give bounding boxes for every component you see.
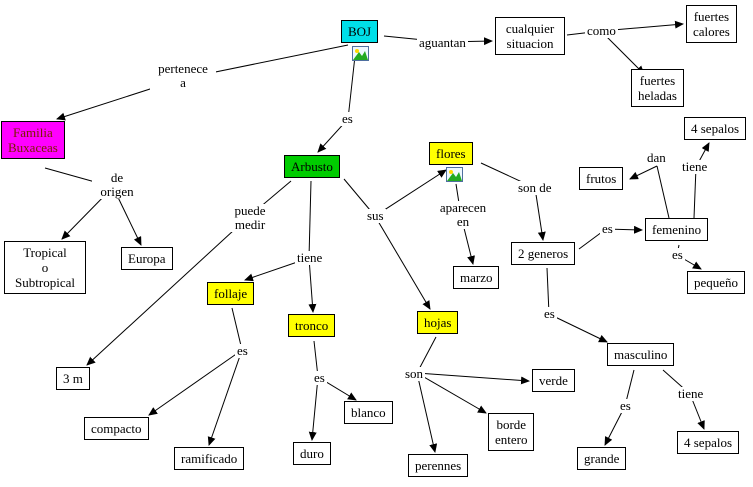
link-label-es-masculino-br[interactable]: es	[542, 306, 557, 321]
node-tropical-subtropical[interactable]: Tropical o Subtropical	[4, 241, 86, 294]
node-blanco[interactable]: blanco	[344, 401, 393, 424]
node-masculino[interactable]: masculino	[607, 343, 675, 366]
node-pequeno[interactable]: pequeño	[687, 271, 746, 294]
node-boj[interactable]: BOJ	[341, 20, 379, 43]
link-label-aguantan[interactable]: aguantan	[417, 35, 468, 50]
link-label-aparecen-en[interactable]: aparecen en	[431, 201, 495, 229]
node-europa[interactable]: Europa	[121, 247, 173, 270]
node-hojas[interactable]: hojas	[417, 311, 459, 334]
link-label-tiene-masculino[interactable]: tiene	[676, 386, 706, 401]
link-label-son-de[interactable]: son de	[516, 180, 554, 195]
image-resource-icon[interactable]	[446, 167, 463, 182]
node-fuertes-heladas[interactable]: fuertes heladas	[631, 69, 684, 107]
node-ramificado[interactable]: ramificado	[174, 447, 245, 470]
link-label-es-boj-arbusto[interactable]: es	[340, 111, 355, 126]
node-perennes[interactable]: perennes	[408, 454, 469, 477]
image-resource-icon[interactable]	[352, 46, 369, 61]
node-compacto[interactable]: compacto	[84, 417, 149, 440]
node-arbusto[interactable]: Arbusto	[284, 155, 340, 178]
link-label-son-hojas[interactable]: son	[403, 366, 426, 381]
link-label-es-grande[interactable]: es	[618, 398, 633, 413]
link-label-tiene-arbusto[interactable]: tiene	[295, 250, 325, 265]
node-borde-entero[interactable]: borde entero	[488, 413, 535, 451]
link-label-de-origen[interactable]: de origen	[92, 171, 142, 199]
link-label-es-follaje[interactable]: es	[235, 343, 250, 358]
node-familia-buxaceas[interactable]: Familia Buxaceas	[1, 121, 65, 159]
node-4-sepalos-top[interactable]: 4 sepalos	[684, 117, 747, 140]
node-verde[interactable]: verde	[532, 369, 575, 392]
link-label-es-pequeno[interactable]: es	[670, 247, 685, 262]
node-flores[interactable]: flores	[429, 142, 473, 165]
node-tronco[interactable]: tronco	[288, 314, 336, 337]
link-label-como[interactable]: como	[585, 23, 618, 38]
node-grande[interactable]: grande	[577, 447, 627, 470]
link-label-es-femenino[interactable]: es	[600, 221, 615, 236]
link-label-es-tronco[interactable]: es	[312, 370, 327, 385]
link-label-tiene-femenino[interactable]: tiene	[680, 159, 710, 174]
link-label-pertenece-a[interactable]: pertenece a	[150, 62, 216, 90]
link-label-sus[interactable]: sus	[365, 208, 386, 223]
link-label-puede-medir[interactable]: puede medir	[226, 204, 274, 232]
node-cualquier-situacion[interactable]: cualquier situacion	[495, 17, 565, 55]
node-fuertes-calores[interactable]: fuertes calores	[686, 5, 737, 43]
node-frutos[interactable]: frutos	[579, 167, 624, 190]
node-2-generos[interactable]: 2 generos	[511, 242, 576, 265]
node-marzo[interactable]: marzo	[453, 266, 500, 289]
node-4-sepalos-bottom[interactable]: 4 sepalos	[677, 431, 740, 454]
link-label-dan[interactable]: dan	[645, 150, 668, 165]
node-3m[interactable]: 3 m	[56, 367, 90, 390]
node-femenino[interactable]: femenino	[645, 218, 709, 241]
node-duro[interactable]: duro	[293, 442, 331, 465]
node-follaje[interactable]: follaje	[207, 282, 255, 305]
